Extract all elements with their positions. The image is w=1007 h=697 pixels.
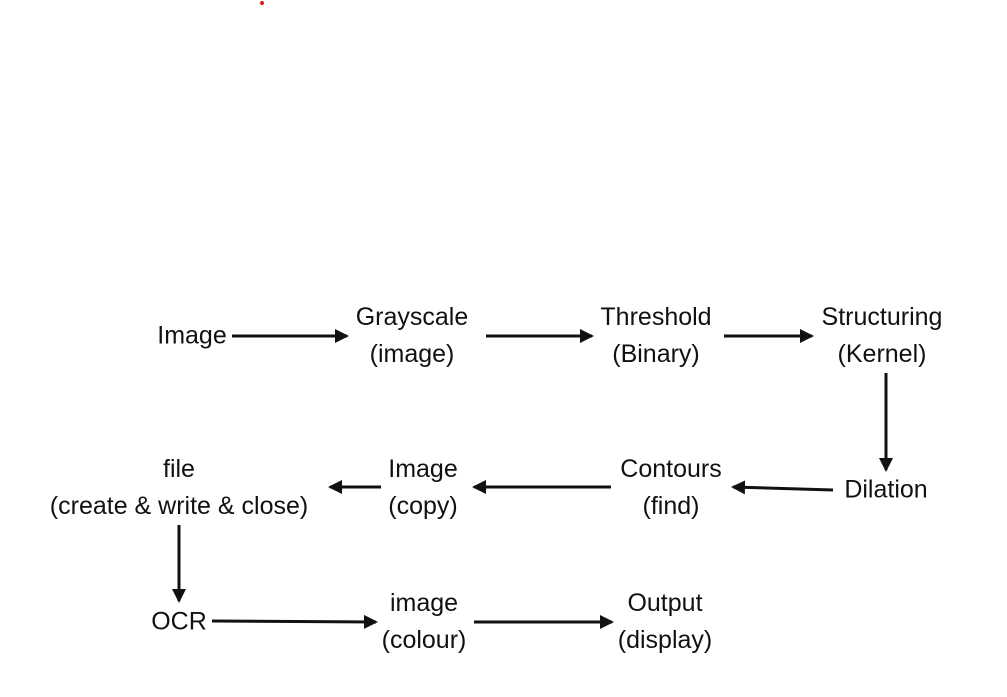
node-file-line-2: (create & write & close) <box>49 492 309 520</box>
node-image-colour-line-2: (colour) <box>381 626 467 654</box>
node-contours-line-2: (find) <box>642 492 700 520</box>
node-image-colour-line-1: image <box>389 589 459 617</box>
node-image-line-1: Image <box>157 321 227 350</box>
node-ocr-line-1: OCR <box>151 607 207 636</box>
node-contours-line-1: Contours <box>620 455 722 483</box>
node-dilation-line-1: Dilation <box>844 475 928 504</box>
node-output: Output (display) <box>618 585 712 659</box>
node-output-line-1: Output <box>627 589 703 617</box>
node-ocr: OCR <box>151 604 207 641</box>
node-structuring: Structuring (Kernel) <box>822 299 943 373</box>
red-dot-mark <box>260 1 264 5</box>
node-file: file (create & write & close) <box>50 451 308 525</box>
node-structuring-line-1: Structuring <box>821 303 943 331</box>
node-image-copy-line-2: (copy) <box>388 492 458 520</box>
node-grayscale-line-2: (image) <box>369 340 455 368</box>
node-image-copy: Image (copy) <box>388 451 457 525</box>
node-output-line-2: (display) <box>617 626 713 654</box>
arrow-ocr-to-image-colour <box>211 614 378 629</box>
node-dilation: Dilation <box>844 472 927 509</box>
node-threshold-line-1: Threshold <box>600 303 712 331</box>
node-image: Image <box>157 318 226 355</box>
node-file-line-1: file <box>163 455 195 483</box>
arrow-dilation-to-contours <box>731 480 834 495</box>
node-grayscale: Grayscale (image) <box>356 299 469 373</box>
node-structuring-line-2: (Kernel) <box>837 340 927 368</box>
node-grayscale-line-1: Grayscale <box>355 303 469 331</box>
node-image-colour: image (colour) <box>382 585 467 659</box>
node-image-copy-line-1: Image <box>388 455 458 483</box>
node-contours: Contours (find) <box>620 451 721 525</box>
node-threshold: Threshold (Binary) <box>600 299 711 373</box>
node-threshold-line-2: (Binary) <box>612 340 700 368</box>
